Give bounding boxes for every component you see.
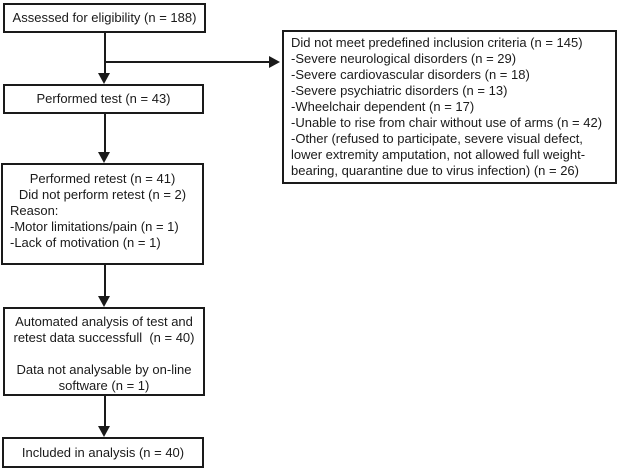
box-text-line: Reason:: [10, 203, 59, 218]
arrowhead-right-to-excluded-icon: [269, 55, 280, 68]
box-text-line: Automated analysis of test and: [15, 314, 193, 329]
box-text-line: software (n = 1): [58, 378, 150, 393]
arrowhead-down-to-analysis-icon: [98, 296, 110, 307]
flow-line-assessed-to-test: [103, 33, 106, 75]
box-text-line: retest data successfull (n = 40): [13, 330, 195, 345]
box-text-line: Assessed for eligibility (n = 188): [12, 10, 197, 25]
flow-line-analysis-to-included: [103, 396, 106, 428]
box-text-line: -Severe cardiovascular disorders (n = 18…: [291, 67, 530, 82]
box-performed-retest: Performed retest (n = 41) Did not perfor…: [1, 163, 204, 265]
box-text-line: -Lack of motivation (n = 1): [10, 235, 161, 250]
box-text-line: Did not meet predefined inclusion criter…: [291, 35, 583, 50]
box-text-line: Data not analysable by on-line: [16, 362, 192, 377]
arrowhead-down-to-test-icon: [98, 73, 110, 84]
box-text-line: Did not perform retest (n = 2): [18, 187, 187, 202]
box-automated-analysis: Automated analysis of test and retest da…: [3, 307, 205, 396]
box-text-line: -Unable to rise from chair without use o…: [291, 115, 603, 130]
flow-line-to-excluded: [104, 61, 269, 63]
flow-line-retest-to-analysis: [103, 265, 106, 298]
box-text-line: [8, 346, 200, 362]
box-text-line: -Severe neurological disorders (n = 29): [291, 51, 517, 66]
flow-line-test-to-retest: [103, 114, 106, 155]
box-text-line: Performed retest (n = 41): [29, 171, 176, 186]
box-text-line: -Severe psychiatric disorders (n = 13): [291, 83, 508, 98]
box-text-line: bearing, quarantine due to virus infecti…: [291, 163, 579, 178]
box-performed-test: Performed test (n = 43): [3, 84, 204, 114]
box-included-in-analysis: Included in analysis (n = 40): [2, 437, 204, 468]
box-text-line: -Other (refused to participate, severe v…: [291, 131, 583, 146]
box-text-line: Performed test (n = 43): [36, 91, 171, 106]
box-text-line: -Motor limitations/pain (n = 1): [10, 219, 179, 234]
arrowhead-down-to-included-icon: [98, 426, 110, 437]
box-text-line: Included in analysis (n = 40): [21, 444, 185, 460]
arrowhead-down-to-retest-icon: [98, 152, 110, 163]
box-assessed-eligibility: Assessed for eligibility (n = 188): [3, 3, 206, 33]
box-exclusion-criteria: Did not meet predefined inclusion criter…: [282, 30, 617, 184]
box-text-line: lower extremity amputation, not allowed …: [291, 147, 586, 162]
box-text-line: -Wheelchair dependent (n = 17): [291, 99, 475, 114]
